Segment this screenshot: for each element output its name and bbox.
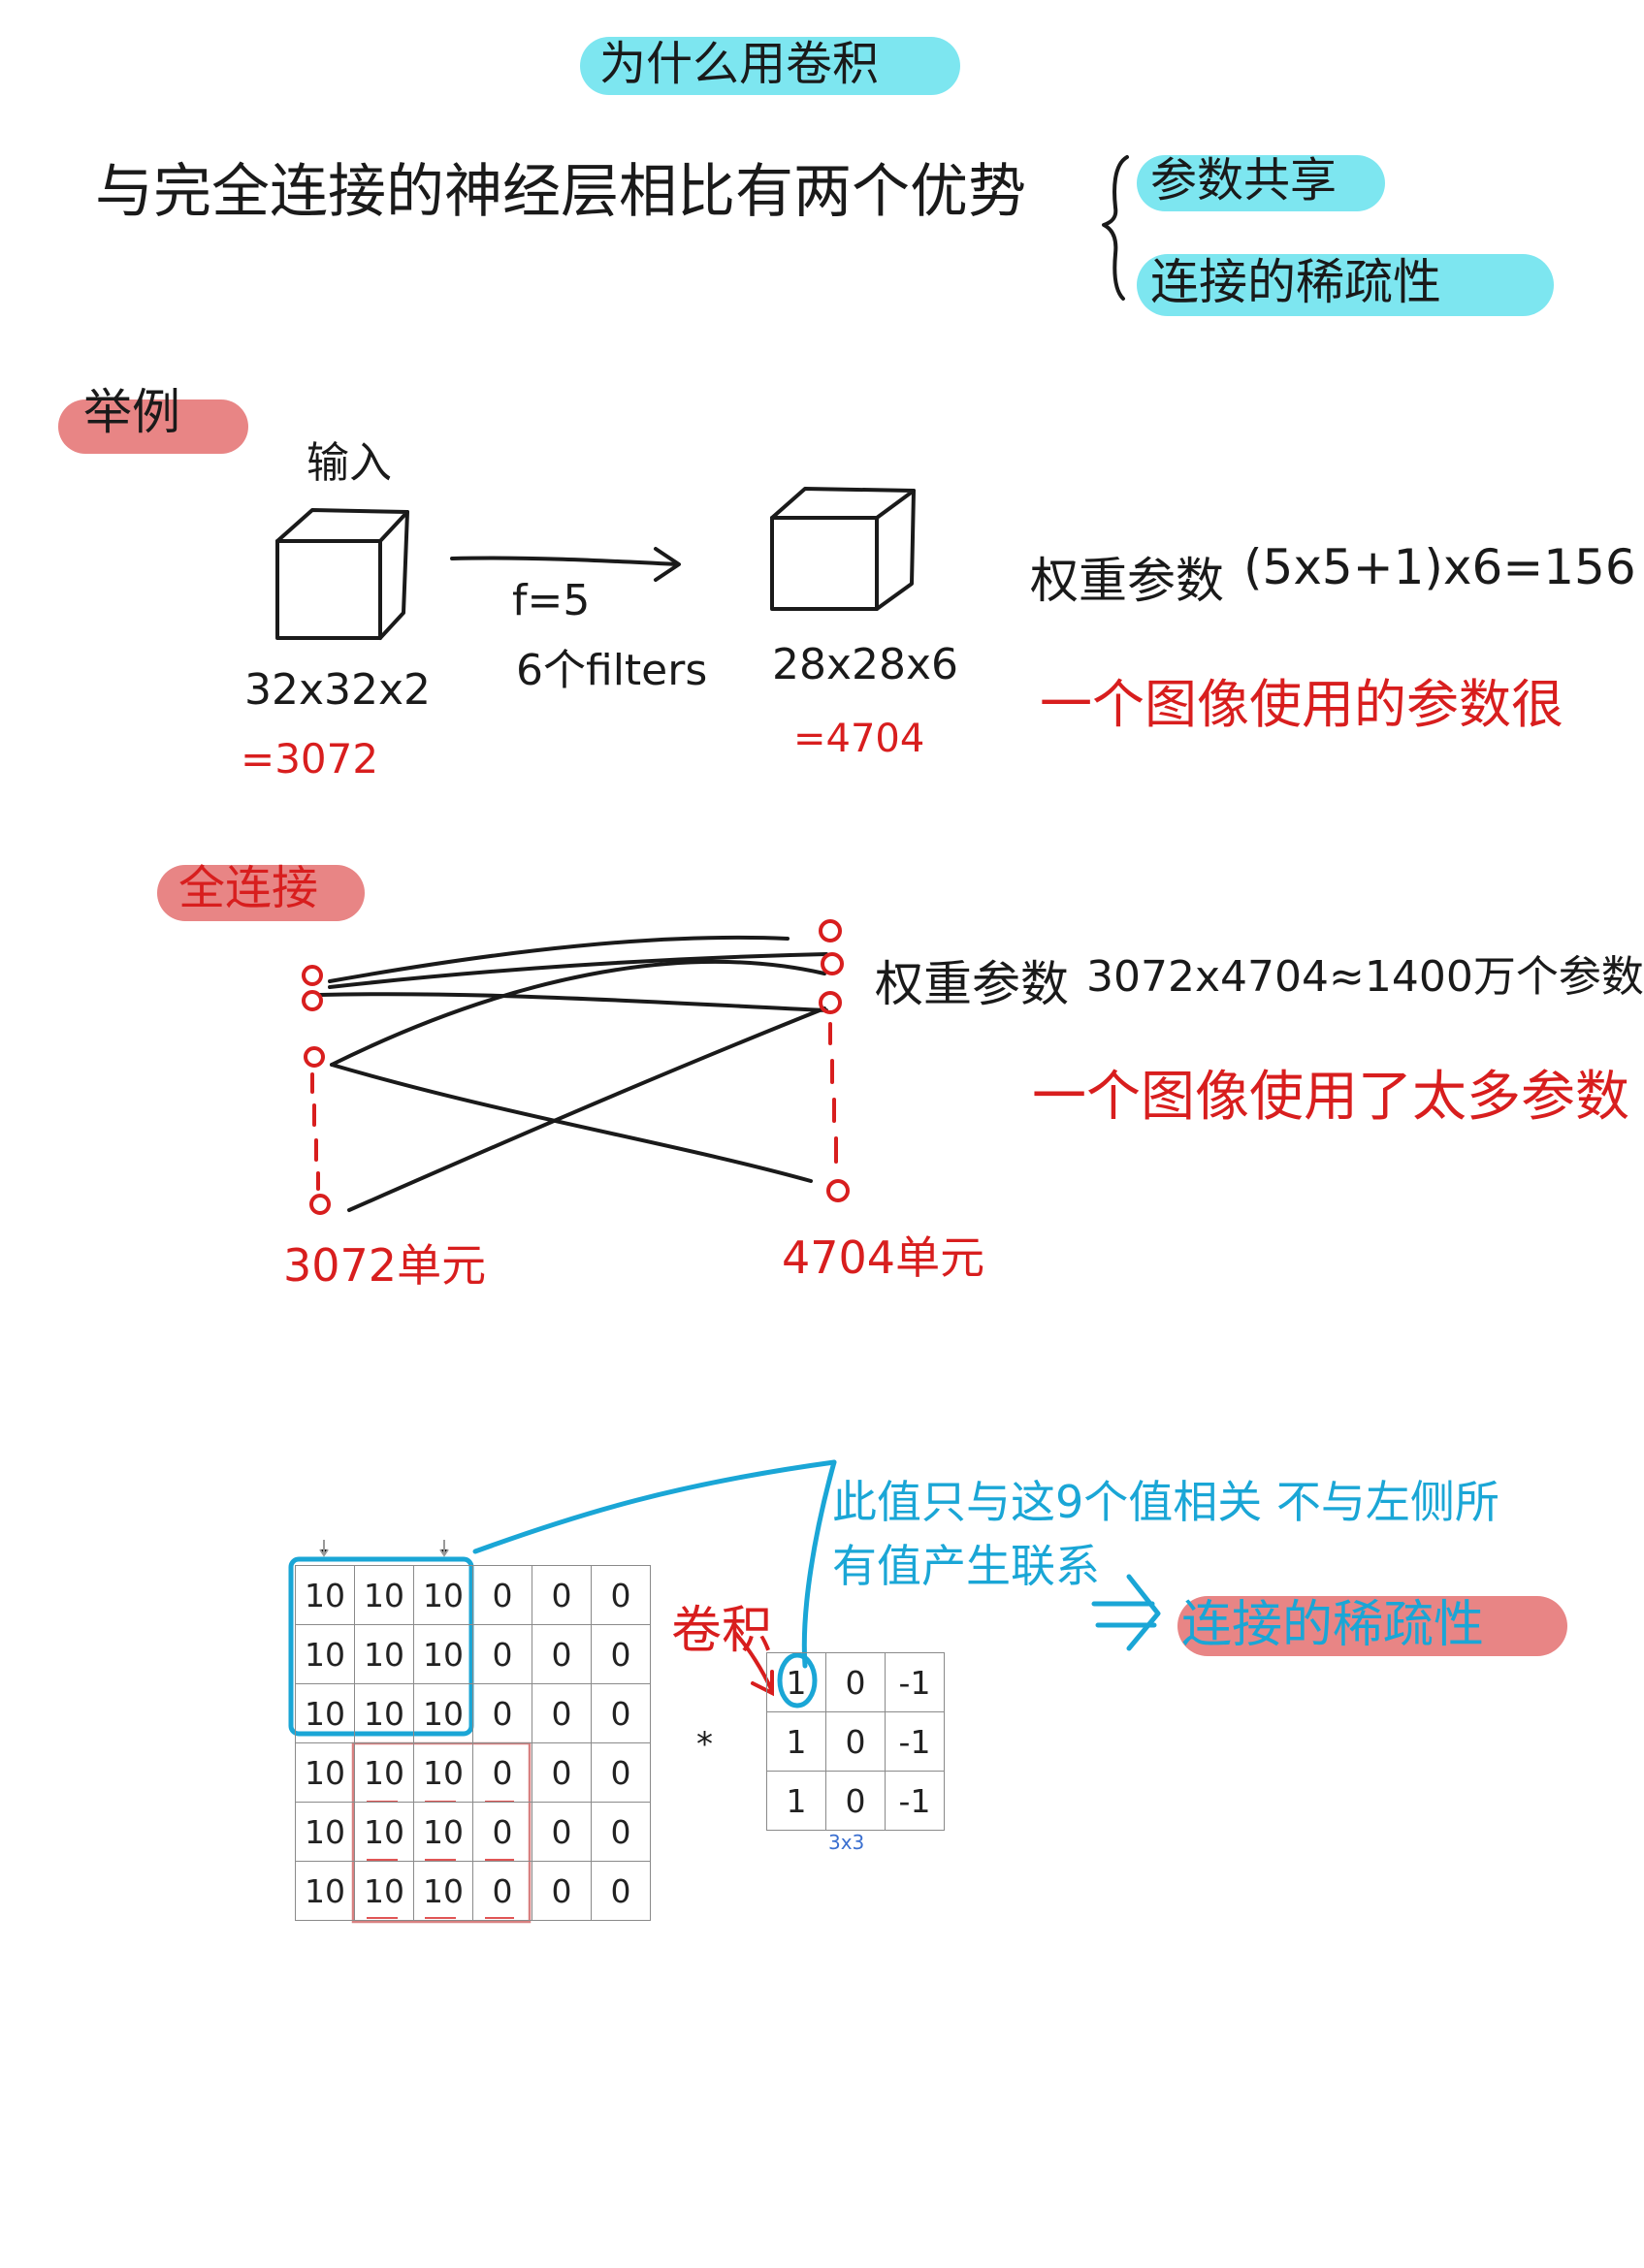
- fc-neurons: [302, 919, 850, 1215]
- advantage-1-highlight: [1137, 155, 1385, 211]
- kernel-label: 卷积: [671, 1602, 773, 1660]
- fc-connection-lines: [318, 935, 828, 1212]
- kernel-matrix-cell: -1: [885, 1652, 945, 1712]
- image-matrix-cell: 10: [354, 1802, 414, 1862]
- example-tag-highlight: [58, 399, 248, 454]
- advantage-parameter-sharing: 参数共享: [1150, 153, 1338, 208]
- input-label: 输入: [306, 438, 392, 488]
- weights-calc: (5x5+1)x6=156: [1243, 539, 1636, 595]
- image-matrix-cell: 10: [354, 1624, 414, 1684]
- example-note: 一个图像使用的参数很: [1040, 674, 1563, 735]
- image-matrix-cell: 0: [591, 1802, 651, 1862]
- image-matrix-cell: 0: [472, 1802, 532, 1862]
- image-matrix-cell: 0: [591, 1742, 651, 1803]
- image-matrix-cell: 0: [591, 1683, 651, 1743]
- image-matrix-cell: 10: [295, 1683, 355, 1743]
- kernel-matrix-cell: 1: [766, 1711, 826, 1772]
- input-dims: 32x32x2: [244, 665, 432, 715]
- filter-count: 6个filters: [516, 646, 708, 695]
- image-matrix-cell: 0: [591, 1624, 651, 1684]
- column-markers: [319, 1540, 449, 1557]
- image-matrix-cell: 0: [472, 1742, 532, 1803]
- image-matrix-cell: 10: [295, 1742, 355, 1803]
- fc-left-units: 3072单元: [283, 1239, 487, 1292]
- output-cube-icon: [770, 487, 916, 611]
- kernel-size: 3x3: [828, 1831, 865, 1854]
- image-matrix-cell: 10: [413, 1861, 473, 1921]
- kernel-matrix-cell: -1: [885, 1711, 945, 1772]
- image-matrix-cell: 0: [532, 1624, 592, 1684]
- image-matrix-cell: 10: [295, 1802, 355, 1862]
- image-matrix-cell: 10: [354, 1683, 414, 1743]
- image-matrix-cell: 10: [354, 1565, 414, 1625]
- kernel-matrix-cell: -1: [885, 1771, 945, 1831]
- sketch-drawing: [275, 155, 1161, 1924]
- kernel-matrix-cell: 0: [825, 1711, 886, 1772]
- image-matrix-cell: 10: [295, 1861, 355, 1921]
- image-matrix-cell: 10: [413, 1742, 473, 1803]
- fc-note: 一个图像使用了太多参数: [1032, 1066, 1629, 1129]
- fc-tag: 全连接: [178, 861, 319, 915]
- image-matrix-cell: 10: [295, 1624, 355, 1684]
- kernel-matrix-cell: 1: [766, 1771, 826, 1831]
- image-matrix-cell: 0: [532, 1742, 592, 1803]
- brace-icon: [1102, 155, 1129, 301]
- image-matrix-cell: 0: [472, 1565, 532, 1625]
- image-matrix-cell: 10: [413, 1802, 473, 1862]
- kernel-matrix-cell: 0: [825, 1771, 886, 1831]
- fc-weights-calc: 3072x4704≈1400万个参数: [1086, 952, 1644, 1002]
- image-matrix-cell: 0: [532, 1802, 592, 1862]
- image-matrix-cell: 10: [354, 1861, 414, 1921]
- connector-line: [472, 1459, 837, 1554]
- image-matrix-cell: 0: [472, 1861, 532, 1921]
- example-tag: 举例: [83, 384, 180, 440]
- convolution-operator: *: [696, 1725, 713, 1764]
- image-matrix-cell: 0: [472, 1683, 532, 1743]
- title-highlight: [580, 37, 960, 95]
- advantage-2-highlight: [1137, 254, 1554, 316]
- image-matrix-cell: 10: [354, 1742, 414, 1803]
- image-matrix-cell: 0: [532, 1683, 592, 1743]
- fc-right-units: 4704单元: [782, 1231, 985, 1284]
- annotation-line-1: 此值只与这9个值相关 不与左侧所: [832, 1476, 1499, 1528]
- image-matrix-cell: 0: [591, 1861, 651, 1921]
- input-total: =3072: [241, 735, 379, 783]
- output-dims: 28x28x6: [772, 640, 959, 689]
- image-matrix-cell: 10: [413, 1683, 473, 1743]
- image-matrix-cell: 0: [532, 1861, 592, 1921]
- image-matrix-cell: 0: [532, 1565, 592, 1625]
- weights-label: 权重参数: [1030, 553, 1224, 609]
- filter-arrow-icon: [450, 556, 679, 566]
- image-matrix-cell: 0: [591, 1565, 651, 1625]
- conclusion-text: 连接的稀疏性: [1181, 1596, 1485, 1654]
- advantage-sparse-connections: 连接的稀疏性: [1150, 254, 1441, 310]
- fc-weights-label: 权重参数: [875, 956, 1069, 1012]
- image-matrix-cell: 10: [413, 1624, 473, 1684]
- conclusion-highlight: [1177, 1596, 1567, 1656]
- image-matrix-cell: 10: [413, 1565, 473, 1625]
- kernel-matrix-cell: 0: [825, 1652, 886, 1712]
- intro-text: 与完全连接的神经层相比有两个优势: [95, 158, 1026, 226]
- annotation-line-2: 有值产生联系: [832, 1540, 1100, 1592]
- input-cube-icon: [275, 508, 409, 640]
- kernel-matrix-cell: 1: [766, 1652, 826, 1712]
- filter-size: f=5: [512, 576, 591, 625]
- page-title: 为什么用卷积: [599, 37, 880, 91]
- image-matrix-cell: 0: [472, 1624, 532, 1684]
- output-total: =4704: [793, 717, 925, 761]
- image-matrix-cell: 10: [295, 1565, 355, 1625]
- fc-tag-highlight: [157, 865, 365, 921]
